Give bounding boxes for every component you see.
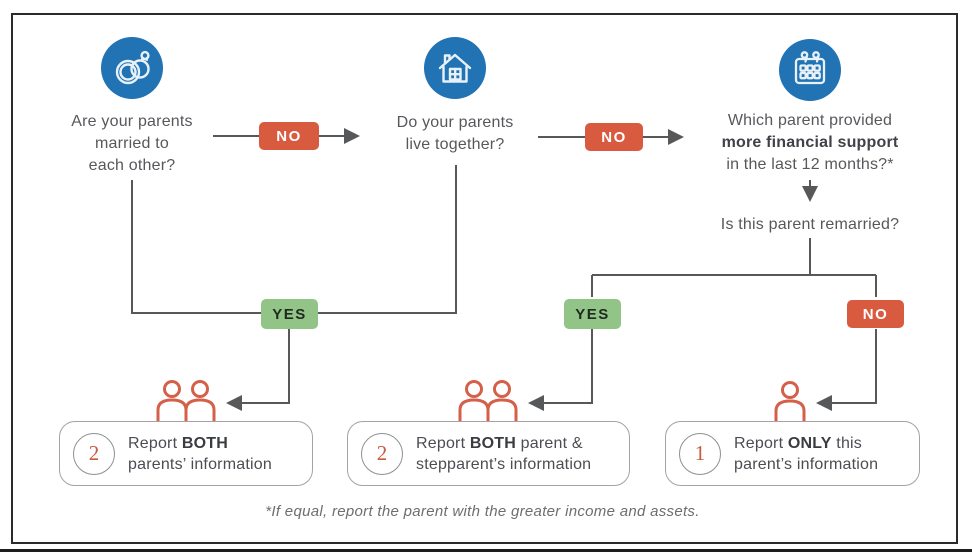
outcome-box-parent-stepparent: 2 Report BOTH parent & stepparent’s info… bbox=[347, 421, 630, 486]
page-bottom-rule bbox=[0, 549, 972, 552]
parent-stepparent-icon bbox=[457, 379, 519, 428]
badge-merge-yes: YES bbox=[261, 299, 318, 329]
house-icon bbox=[424, 37, 486, 99]
question-financial-support: Which parent provided more financial sup… bbox=[721, 112, 899, 173]
outcome-text-only-parent: Report ONLY this parent’s information bbox=[734, 434, 879, 473]
question-married: Are your parents married to each other? bbox=[71, 113, 193, 174]
footnote: *If equal, report the parent with the gr… bbox=[265, 503, 700, 520]
badge-remarried-no: NO bbox=[847, 300, 904, 328]
count-badge-2: 2 bbox=[73, 432, 115, 475]
outcome-text-both-parents: Report BOTH parents’ information bbox=[128, 434, 272, 473]
count-badge-1: 1 bbox=[679, 432, 721, 475]
badge-remarried-yes: YES bbox=[564, 299, 621, 329]
two-parents-icon bbox=[155, 379, 217, 428]
outcome-box-only-parent: 1 Report ONLY this parent’s information bbox=[665, 421, 920, 486]
badge-married-no: NO bbox=[259, 122, 319, 150]
question-remarried: Is this parent remarried? bbox=[720, 216, 900, 233]
calendar-icon bbox=[779, 39, 841, 101]
count-badge-2: 2 bbox=[361, 432, 403, 475]
outcome-text-parent-stepparent: Report BOTH parent & stepparent’s inform… bbox=[416, 434, 592, 473]
outcome-box-both-parents: 2 Report BOTH parents’ information bbox=[59, 421, 313, 486]
badge-live-together-no: NO bbox=[585, 123, 643, 151]
single-parent-icon bbox=[772, 381, 808, 428]
question-live-together: Do your parents live together? bbox=[396, 114, 514, 153]
wedding-rings-icon bbox=[101, 37, 163, 99]
